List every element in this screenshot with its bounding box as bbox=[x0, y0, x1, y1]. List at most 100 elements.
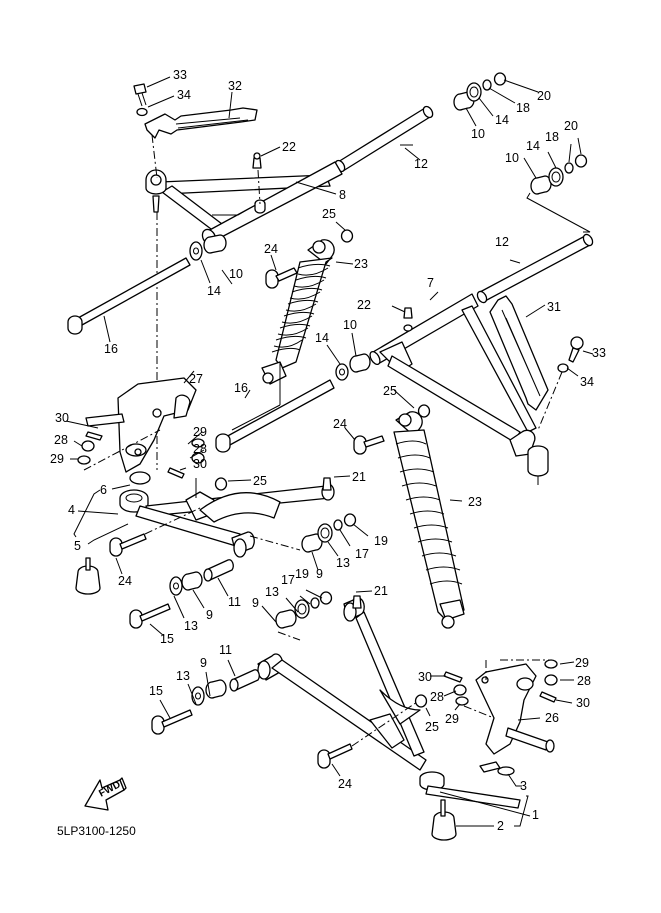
callout-29: 29 bbox=[193, 425, 207, 439]
snap-ring-6 bbox=[129, 471, 151, 485]
bushing-set-upper-a bbox=[453, 72, 507, 111]
callout-16: 16 bbox=[234, 381, 248, 395]
callout-14: 14 bbox=[315, 331, 329, 345]
callout-13: 13 bbox=[265, 585, 279, 599]
shaft-16-upper bbox=[67, 234, 227, 335]
callout-28: 28 bbox=[54, 433, 68, 447]
bolt-24-lower-left bbox=[109, 533, 147, 557]
callout-13: 13 bbox=[336, 556, 350, 570]
guard-32 bbox=[144, 107, 258, 139]
nut-25-mid bbox=[417, 404, 431, 418]
bushing-set-upper-b bbox=[530, 154, 588, 195]
callout-10: 10 bbox=[471, 127, 485, 141]
bolt-24-lower bbox=[317, 743, 353, 769]
callout-9: 9 bbox=[200, 656, 207, 670]
bolt-15-upper bbox=[129, 559, 234, 629]
callout-21: 21 bbox=[352, 470, 366, 484]
callout-34: 34 bbox=[177, 88, 191, 102]
callout-6: 6 bbox=[100, 483, 107, 497]
bolt-33-lower bbox=[557, 336, 584, 373]
callout-10: 10 bbox=[229, 267, 243, 281]
callout-5: 5 bbox=[74, 539, 81, 553]
ball-joint-5 bbox=[75, 557, 101, 595]
hardware-28-29-30-right bbox=[539, 659, 558, 703]
callout-30: 30 bbox=[418, 670, 432, 684]
callout-20: 20 bbox=[564, 119, 578, 133]
callout-labels: 33 34 32 22 8 12 10 14 18 20 10 14 18 20… bbox=[50, 68, 606, 833]
callout-12: 12 bbox=[414, 157, 428, 171]
callout-17: 17 bbox=[355, 547, 369, 561]
callout-24: 24 bbox=[333, 417, 347, 431]
bolt-15-lower bbox=[151, 669, 260, 735]
callout-25: 25 bbox=[383, 384, 397, 398]
callout-14: 14 bbox=[495, 113, 509, 127]
callout-29: 29 bbox=[575, 656, 589, 670]
callout-14: 14 bbox=[526, 139, 540, 153]
knuckle-26-right bbox=[475, 663, 555, 773]
callout-15: 15 bbox=[160, 632, 174, 646]
callout-11: 11 bbox=[219, 643, 232, 657]
callout-10: 10 bbox=[505, 151, 519, 165]
callout-19: 19 bbox=[374, 534, 388, 548]
callout-24: 24 bbox=[118, 574, 132, 588]
grease-nipple-22-upper bbox=[252, 152, 262, 169]
lower-arm-4 bbox=[119, 477, 335, 558]
callout-13: 13 bbox=[176, 669, 190, 683]
bushing-set-lower bbox=[275, 591, 333, 629]
callout-28: 28 bbox=[430, 690, 444, 704]
callout-25: 25 bbox=[253, 474, 267, 488]
ball-joint-2 bbox=[431, 799, 457, 841]
callout-24: 24 bbox=[338, 777, 352, 791]
callout-8: 8 bbox=[339, 188, 346, 202]
callout-4: 4 bbox=[68, 503, 75, 517]
callout-30: 30 bbox=[193, 457, 207, 471]
callout-34: 34 bbox=[580, 375, 594, 389]
callout-22: 22 bbox=[357, 298, 371, 312]
callout-15: 15 bbox=[149, 684, 163, 698]
callout-9: 9 bbox=[316, 567, 323, 581]
callout-22: 22 bbox=[282, 140, 296, 154]
callout-3: 3 bbox=[520, 779, 527, 793]
callout-9: 9 bbox=[252, 596, 259, 610]
callout-18: 18 bbox=[516, 101, 530, 115]
upper-arm-right-7 bbox=[369, 233, 594, 485]
callout-25: 25 bbox=[425, 720, 439, 734]
forward-arrow-icon: FWD bbox=[84, 777, 127, 811]
callout-25: 25 bbox=[322, 207, 336, 221]
callout-1: 1 bbox=[532, 808, 539, 822]
callout-14: 14 bbox=[207, 284, 221, 298]
bushing-set-mid bbox=[301, 513, 357, 553]
callout-17: 17 bbox=[281, 573, 295, 587]
bolt-24-mid bbox=[353, 435, 385, 455]
hardware-28-29-30-mid bbox=[443, 671, 469, 706]
callout-27: 27 bbox=[189, 372, 203, 386]
drawing-code: 5LP3100-1250 bbox=[57, 824, 136, 838]
bolt-24-upper bbox=[265, 267, 298, 289]
callout-19: 19 bbox=[295, 567, 309, 581]
callout-16: 16 bbox=[104, 342, 118, 356]
callout-18: 18 bbox=[545, 130, 559, 144]
callout-32: 32 bbox=[228, 79, 242, 93]
callout-23: 23 bbox=[468, 495, 482, 509]
callout-29: 29 bbox=[445, 712, 459, 726]
guard-31 bbox=[489, 295, 549, 411]
callout-11: 11 bbox=[228, 595, 241, 609]
callout-2: 2 bbox=[497, 819, 504, 833]
leader-lines bbox=[65, 76, 594, 827]
shock-absorber-23-lower bbox=[393, 411, 465, 629]
lower-arm-1 bbox=[257, 595, 521, 809]
bolt-33-upper bbox=[133, 83, 148, 117]
nut-25-lower bbox=[414, 694, 428, 708]
callout-30: 30 bbox=[55, 411, 69, 425]
shaft-16-middle bbox=[215, 379, 335, 453]
callout-13: 13 bbox=[184, 619, 198, 633]
callout-21: 21 bbox=[374, 584, 388, 598]
callout-33: 33 bbox=[173, 68, 187, 82]
bushing-10-14-right bbox=[335, 353, 371, 381]
callout-7: 7 bbox=[427, 276, 434, 290]
shock-absorber-23-upper bbox=[231, 239, 335, 431]
callout-12: 12 bbox=[495, 235, 509, 249]
callout-29: 29 bbox=[50, 452, 64, 466]
callout-24: 24 bbox=[264, 242, 278, 256]
